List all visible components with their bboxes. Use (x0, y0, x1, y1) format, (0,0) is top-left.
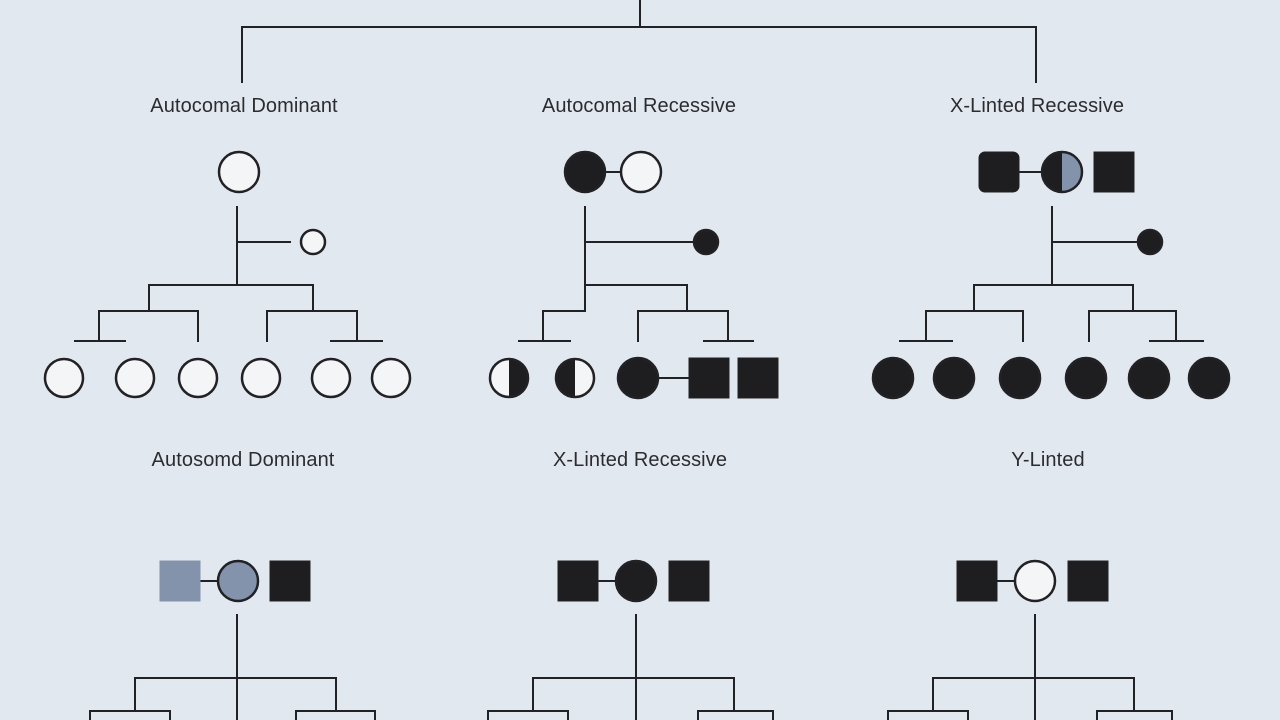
bottom-b-parent-square-right (668, 560, 710, 602)
bottom-c-parent-square-right (1067, 560, 1109, 602)
child-symbol (871, 356, 915, 400)
panel-title-autosomal-dominant-bottom: Autosomd Dominant (151, 449, 335, 471)
parent-circle-carrier (1040, 150, 1084, 194)
bottom-c-parent-circle (1013, 559, 1057, 603)
bottom-a-parent-circle (216, 559, 260, 603)
child-symbol (114, 357, 156, 399)
pedigree-connectors (74, 0, 1204, 720)
child-symbol (998, 356, 1042, 400)
child-symbol-carrier (554, 357, 596, 399)
child-symbol (1064, 356, 1108, 400)
panel-title-x-linked-recessive-bottom: X-Linted Recessive (552, 449, 728, 471)
parent-female-symbol (217, 150, 261, 194)
bottom-b-parent-circle (614, 559, 658, 603)
spouse-symbol (299, 228, 327, 256)
child-symbol (240, 357, 282, 399)
parent-square-affected (1093, 151, 1135, 193)
parent-symbol-unaffected (619, 150, 663, 194)
spouse-symbol (1136, 228, 1164, 256)
bottom-a-parent-square (159, 560, 201, 602)
panel-title-y-linked-bottom: Y-Linted (1011, 449, 1085, 471)
panel-title-autosomal-dominant-top: Autocomal Dominant (150, 95, 338, 117)
parent-symbol-affected (563, 150, 607, 194)
bottom-c-parent-square (956, 560, 998, 602)
child-symbol (310, 357, 352, 399)
child-symbol (932, 356, 976, 400)
bottom-a-parent-square-right (269, 560, 311, 602)
child-square-affected (688, 357, 730, 399)
pedigree-symbols (43, 150, 1231, 603)
child-symbol (1127, 356, 1171, 400)
child-symbol (370, 357, 412, 399)
child-symbol (43, 357, 85, 399)
panel-title-autosomal-recessive-top: Autocomal Recessive (541, 95, 737, 117)
bottom-b-parent-square (557, 560, 599, 602)
child-symbol (1187, 356, 1231, 400)
spouse-symbol (692, 228, 720, 256)
parent-square-affected (978, 151, 1020, 193)
child-symbol-carrier (488, 357, 530, 399)
child-square-affected (737, 357, 779, 399)
panel-title-x-linked-recessive-top: X-Linted Recessive (949, 95, 1125, 117)
child-symbol-affected (616, 356, 660, 400)
child-symbol (177, 357, 219, 399)
